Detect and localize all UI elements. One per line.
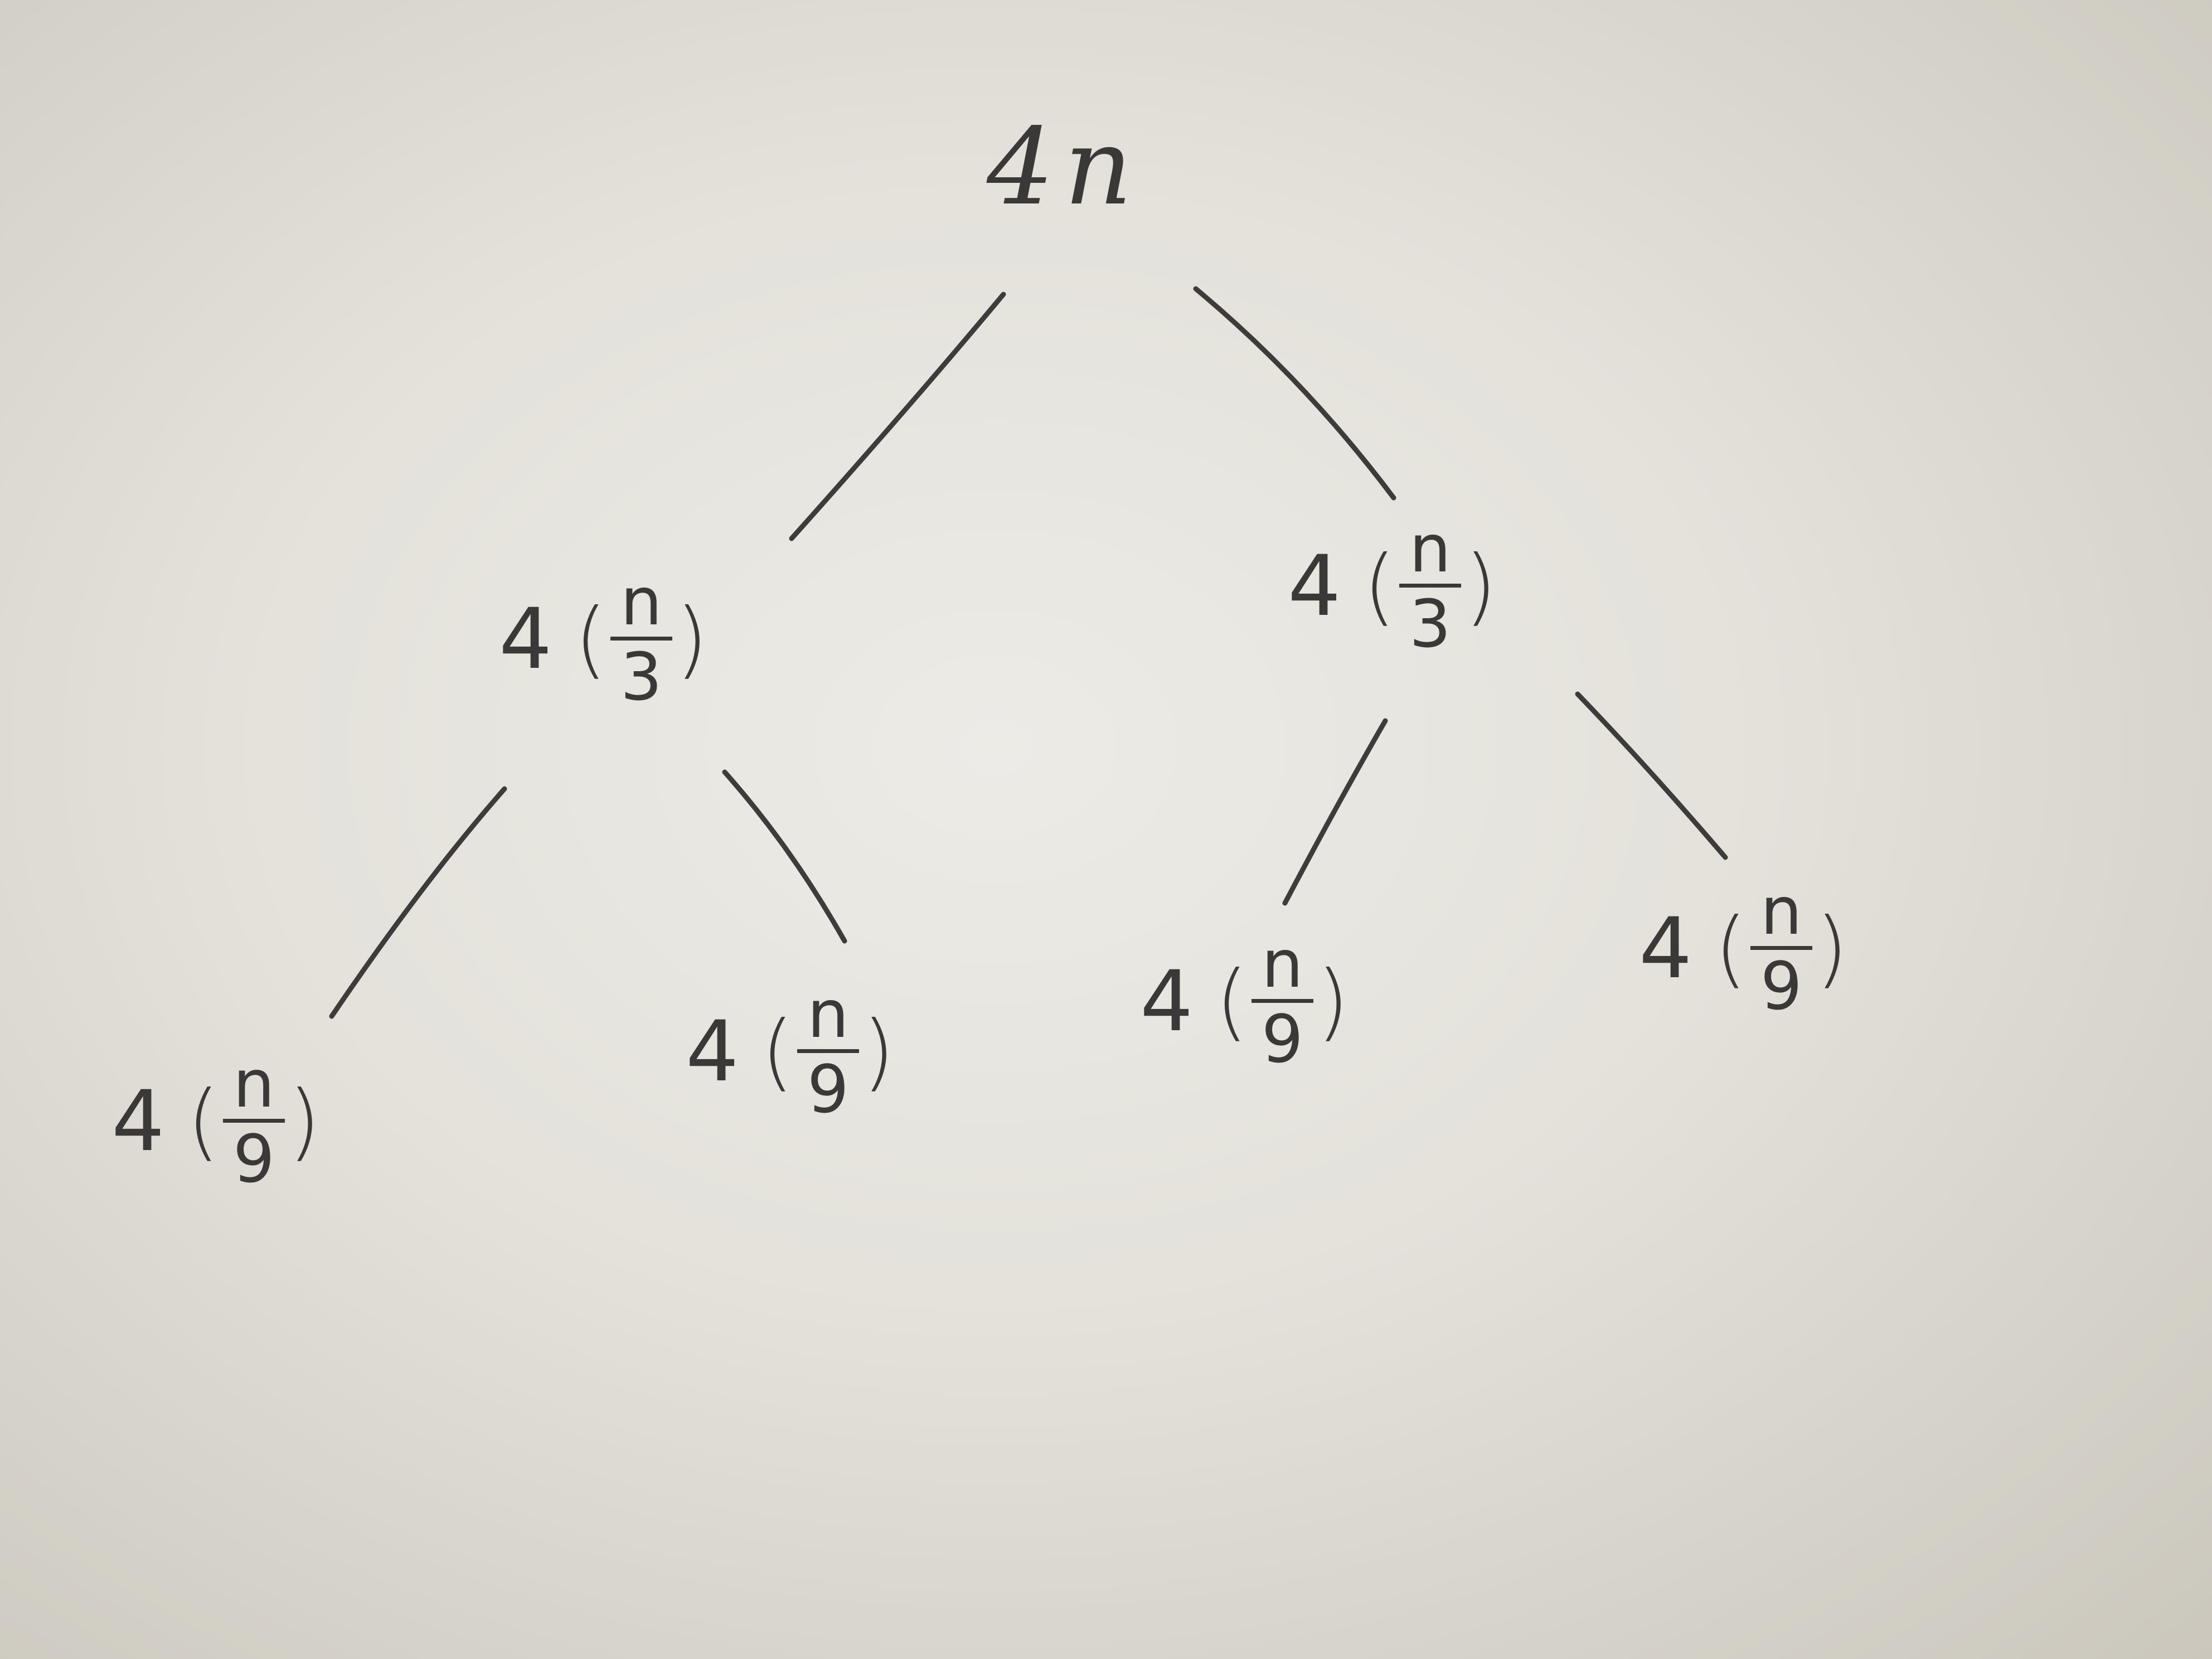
close-paren: ) — [1815, 900, 1849, 997]
level1-node-right: 4 ( n 3 ) — [1288, 516, 1497, 657]
open-paren: ( — [761, 1003, 794, 1100]
fraction-numerator: n — [1750, 878, 1812, 950]
fraction-denominator: 9 — [807, 1051, 849, 1128]
edge-root-left — [789, 292, 1006, 541]
edge-left-right — [722, 769, 847, 944]
fraction-numerator: n — [797, 981, 859, 1053]
fraction: n 3 — [610, 569, 672, 710]
close-paren: ) — [1316, 953, 1350, 1050]
close-paren: ) — [862, 1003, 895, 1100]
level2-node-1: 4 ( n 9 ) — [111, 1051, 321, 1192]
coefficient: 4 — [1639, 900, 1692, 997]
close-paren: ) — [1464, 537, 1497, 635]
fraction-denominator: 9 — [232, 1120, 275, 1197]
fraction-denominator: 3 — [620, 638, 662, 715]
coefficient: 4 — [111, 1073, 165, 1170]
edge-right-left — [1282, 718, 1388, 906]
edge-right-right — [1575, 691, 1728, 860]
edge-root-right — [1193, 286, 1396, 501]
open-paren: ( — [1363, 537, 1396, 635]
fraction-denominator: 3 — [1409, 585, 1451, 662]
coefficient: 4 — [1288, 537, 1341, 635]
close-paren: ) — [675, 590, 709, 688]
fraction-denominator: 9 — [1760, 948, 1802, 1025]
fraction-numerator: n — [222, 1051, 285, 1123]
close-paren: ) — [288, 1073, 321, 1170]
open-paren: ( — [1215, 953, 1248, 1050]
fraction: n 3 — [1399, 516, 1461, 657]
level2-node-3: 4 ( n 9 ) — [1140, 931, 1349, 1072]
fraction: n 9 — [222, 1051, 285, 1197]
coefficient: 4 — [686, 1003, 739, 1100]
level1-node-left: 4 ( n 3 ) — [499, 569, 708, 710]
level2-node-4: 4 ( n 9 ) — [1639, 878, 1848, 1019]
coefficient: 4 — [1140, 953, 1194, 1050]
open-paren: ( — [187, 1073, 220, 1170]
root-node: 4n — [987, 114, 1142, 220]
coefficient: 4 — [499, 590, 552, 688]
level2-node-2: 4 ( n 9 ) — [686, 981, 895, 1122]
open-paren: ( — [574, 590, 607, 688]
root-label: 4n — [987, 105, 1143, 229]
fraction-denominator: 9 — [1261, 1001, 1303, 1078]
open-paren: ( — [1714, 900, 1747, 997]
fraction-numerator: n — [1251, 931, 1313, 1003]
fraction-numerator: n — [1399, 516, 1461, 588]
fraction-numerator: n — [610, 569, 672, 641]
fraction: n 9 — [1750, 878, 1812, 1019]
fraction: n 9 — [797, 981, 859, 1122]
fraction: n 9 — [1251, 931, 1313, 1072]
edge-left-left — [329, 786, 507, 1019]
